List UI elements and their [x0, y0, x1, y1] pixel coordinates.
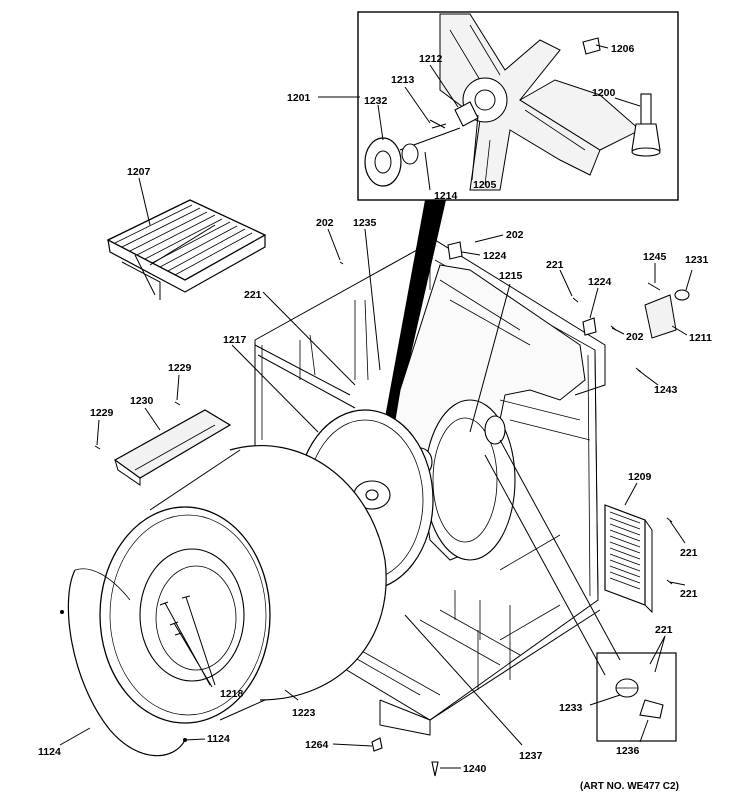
label-1232: 1232 — [364, 95, 388, 107]
label-1233: 1233 — [559, 702, 583, 714]
label-221-grille-lower: 221 — [680, 588, 698, 600]
label-1207: 1207 — [127, 166, 151, 178]
label-221-grille-upper: 221 — [680, 547, 698, 559]
inset-detail-box — [357, 11, 679, 201]
label-1212: 1212 — [419, 53, 443, 65]
label-1229-lower: 1229 — [90, 407, 114, 419]
label-1211: 1211 — [689, 332, 712, 344]
label-1237: 1237 — [519, 750, 543, 762]
label-221-left: 221 — [244, 289, 262, 301]
label-1230: 1230 — [130, 395, 154, 407]
label-1223: 1223 — [292, 707, 316, 719]
label-202-top: 202 — [316, 217, 334, 229]
leader-lines — [59, 44, 693, 769]
label-1215: 1215 — [499, 270, 523, 282]
label-1124-right: 1124 — [207, 733, 230, 745]
drum-seal-1124 — [60, 568, 187, 757]
baffle-1230 — [113, 409, 232, 486]
bracket-1211 — [644, 282, 690, 339]
cabinet-frame — [254, 239, 606, 736]
art-number: (ART NO. WE477 C2) — [580, 781, 679, 792]
label-1214: 1214 — [434, 190, 458, 202]
label-1200: 1200 — [592, 87, 616, 99]
label-1231: 1231 — [685, 254, 709, 266]
drum-1223 — [99, 445, 387, 724]
label-221-top: 221 — [546, 259, 564, 271]
rear-grille-1209 — [604, 504, 653, 614]
label-1201: 1201 — [287, 92, 311, 104]
label-1217: 1217 — [223, 334, 247, 346]
label-1224-right: 1224 — [588, 276, 612, 288]
label-202-mid: 202 — [626, 331, 644, 343]
label-202-right: 202 — [506, 229, 524, 241]
label-1245: 1245 — [643, 251, 667, 263]
inset-thermostat-box — [596, 652, 677, 742]
label-1235: 1235 — [353, 217, 377, 229]
rear-bulkhead-1215 — [394, 264, 591, 561]
label-1213: 1213 — [391, 74, 415, 86]
label-1224-top: 1224 — [483, 250, 507, 262]
label-1236: 1236 — [616, 745, 640, 757]
label-1229-upper: 1229 — [168, 362, 192, 374]
label-1205: 1205 — [473, 179, 497, 191]
drying-rack-1207 — [106, 199, 267, 300]
label-1124-left: 1124 — [38, 746, 61, 758]
label-1240: 1240 — [463, 763, 487, 775]
label-1218: 1218 — [220, 688, 244, 700]
label-1264: 1264 — [305, 739, 329, 751]
part-number-labels: 1201 1232 1213 1212 1206 1200 1214 1205 … — [38, 43, 712, 792]
label-1206: 1206 — [611, 43, 635, 55]
label-1209: 1209 — [628, 471, 652, 483]
label-1243: 1243 — [654, 384, 678, 396]
label-221-inset: 221 — [655, 624, 673, 636]
